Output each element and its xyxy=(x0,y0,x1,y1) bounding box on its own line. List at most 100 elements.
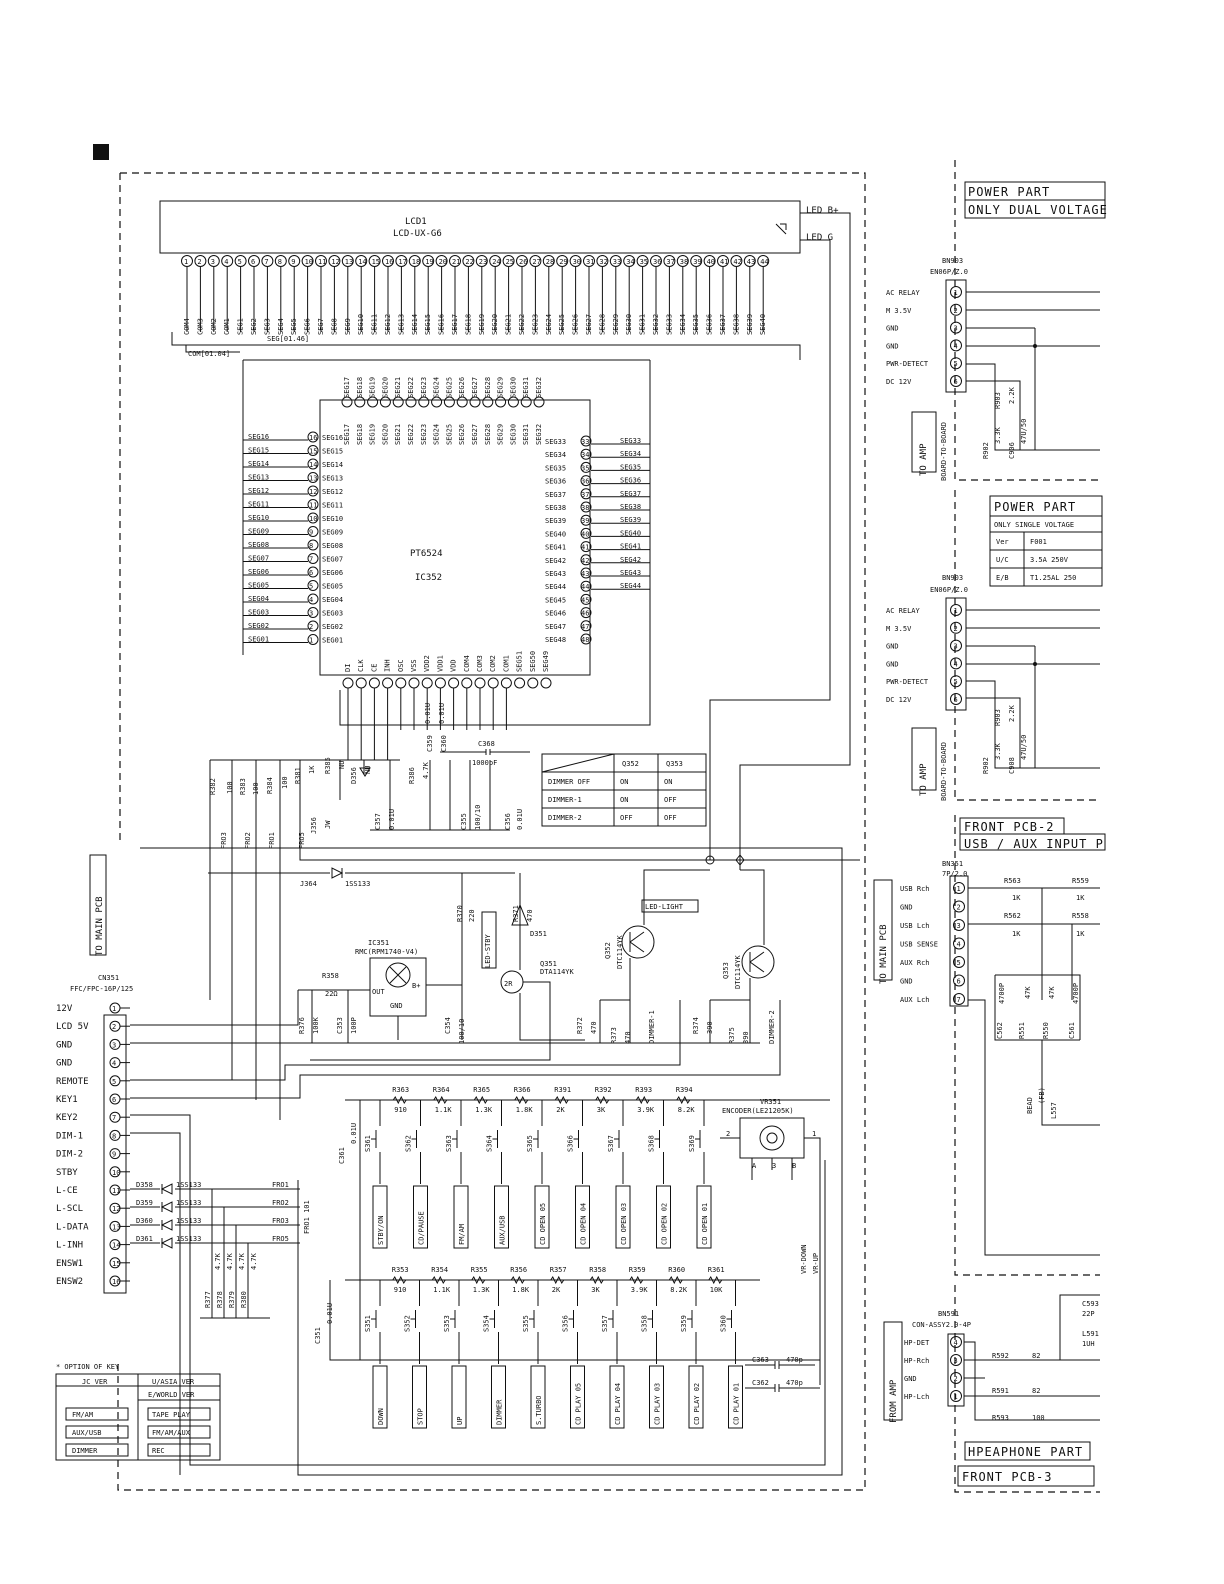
ic-top-pin-inner-label: SEG27 xyxy=(471,424,479,445)
vr351-part: ENCODER(LE21205K) xyxy=(722,1107,794,1115)
key_row2-resistor-ref: R358 xyxy=(589,1266,606,1274)
ic-top-pin-label: SEG24 xyxy=(433,377,441,398)
key_row1-switch-ref: S361 xyxy=(364,1135,372,1152)
lcd-pin-circle xyxy=(556,255,569,267)
lcd-pin-label: SEG27 xyxy=(585,314,593,335)
key_row2-resistor-ref: R361 xyxy=(708,1266,725,1274)
power1-c906-val: 47U/50 xyxy=(1020,419,1028,444)
key_row1-resistor-ref: R393 xyxy=(635,1086,652,1094)
dimmer-table-header: Q353 xyxy=(666,760,683,768)
lcd-pin-number: 42 xyxy=(733,258,741,266)
cn351-pin-label: LCD 5V xyxy=(56,1022,89,1032)
power1-pins-number: 4 xyxy=(954,342,958,350)
ic-support-components: R382 100 R383 100 R384 100 R381 1K R385 … xyxy=(209,703,860,1120)
key_row1-key-label: CD OPEN 04 xyxy=(580,1203,588,1245)
r382-val: 100 xyxy=(226,781,234,794)
r550-val: 47K xyxy=(1048,986,1056,999)
cn351-pin-number: 16 xyxy=(112,1278,120,1286)
lcd-pin-circle xyxy=(623,255,636,267)
lcd-pin-circle xyxy=(703,255,716,267)
ic-bottom-pin-inner-label: COM4 xyxy=(463,655,471,672)
ic-right-pin-label: SEG42 xyxy=(620,556,641,564)
front3-ref: BN591 xyxy=(938,1310,959,1318)
cn351-pin-label: KEY2 xyxy=(56,1113,78,1123)
c562-val: 4700P xyxy=(998,983,1006,1004)
key_row2-resistor-val: 8.2K xyxy=(670,1286,688,1294)
cn351-pin-label: REMOTE xyxy=(56,1077,89,1087)
lcd-pin-label: SEG32 xyxy=(652,314,660,335)
key_row2-resistor-val: 1.1K xyxy=(433,1286,451,1294)
ic351-out: OUT xyxy=(372,988,385,996)
lcd-pin-circle xyxy=(650,255,662,267)
c360-val: 0.01U xyxy=(438,703,446,724)
ic-left-pin-inner-label: SEG12 xyxy=(322,488,343,496)
ic-top-pin-label: SEG31 xyxy=(522,377,530,398)
lcd-pin-circle xyxy=(502,255,515,267)
option-cell-left: AUX/USB xyxy=(72,1429,102,1437)
ic-right-pin-number: 33 xyxy=(581,438,589,446)
diode-ref: D358 xyxy=(136,1181,153,1189)
lcd-pin-number: 43 xyxy=(747,258,755,266)
r383: R383 xyxy=(239,778,247,795)
cn351-pin-label: KEY1 xyxy=(56,1095,78,1105)
ic-right-pin-inner-label: SEG41 xyxy=(545,544,566,552)
key_row1-switch-ref: S368 xyxy=(648,1135,656,1152)
ic-bottom-pin-inner-label: SEG51 xyxy=(516,651,524,672)
ic-right-pin-label: SEG40 xyxy=(620,529,641,537)
c361: C361 xyxy=(338,1147,346,1164)
lcd-pin-circle xyxy=(261,255,274,267)
c359: C359 xyxy=(426,735,434,752)
ic-left-pin-number: 5 xyxy=(309,583,313,591)
lcd-led-b: LED B+ xyxy=(806,206,839,216)
diode-ref: D361 xyxy=(136,1235,153,1243)
key_row1-resistor-val: 1.8K xyxy=(516,1106,534,1114)
cn351-pin-number: 11 xyxy=(112,1187,120,1195)
lcd-pin-circle xyxy=(328,255,341,267)
lcd-ref: LCD1 xyxy=(405,217,427,227)
front-pcb-2: FRONT PCB-2 USB / AUX INPUT P BN351 7P/2… xyxy=(873,815,1106,1276)
key_row2-switch-ref: S351 xyxy=(364,1315,372,1332)
ic-left-pin-label: SEG01 xyxy=(248,636,269,644)
lcd-pin-circle xyxy=(743,255,756,267)
ic-left-pin-number: 11 xyxy=(309,502,317,510)
key_row2-resistor-val: 2K xyxy=(552,1286,561,1294)
ic-left-pin-inner-label: SEG16 xyxy=(322,434,343,442)
lcd-pin-circle xyxy=(449,255,461,267)
cn351-pin-number: 3 xyxy=(112,1041,116,1049)
ic-right-pin-number: 40 xyxy=(581,530,589,538)
lcd-pin-number: 19 xyxy=(425,258,433,266)
front2-pins-number: 4 xyxy=(957,941,961,949)
power2-ref: BN903 xyxy=(942,574,963,582)
ic-top-pin-label: SEG23 xyxy=(420,377,428,398)
front3-pins-label: GND xyxy=(904,1375,917,1383)
key_row1-key-label: STBY/ON xyxy=(377,1215,385,1245)
diode-part: 1SS133 xyxy=(176,1217,201,1225)
r375-val: 390 xyxy=(742,1031,750,1044)
lcd-pin-circle xyxy=(516,255,528,267)
lcd-pin-label: SEG33 xyxy=(665,314,673,335)
lcd-pin-number: 27 xyxy=(532,258,540,266)
power2-pins-number: 2 xyxy=(954,625,958,633)
lcd-pin-circle xyxy=(382,255,394,267)
lcd-pin-circle xyxy=(408,255,421,267)
key_row1-switch-ref: S365 xyxy=(526,1135,534,1152)
ic-right-pin-label: SEG38 xyxy=(620,503,641,511)
lcd-pin-label: SEG28 xyxy=(598,314,606,335)
key_row2-key-label: CD PLAY 03 xyxy=(654,1383,662,1425)
r381-val: 1K xyxy=(308,765,316,774)
lcd-pin-number: 11 xyxy=(318,258,326,266)
fro1-label: FRO1 xyxy=(268,832,276,849)
ic-left-pin-inner-label: SEG15 xyxy=(322,448,343,456)
lcd-pin-label: COM3 xyxy=(196,318,204,335)
q353: Q353 xyxy=(722,962,730,979)
ic-left-pin-label: SEG07 xyxy=(248,555,269,563)
c561: C561 xyxy=(1068,1022,1076,1039)
lcd-pin-circle xyxy=(194,255,207,267)
ic-bottom-pin-inner-label: VDD xyxy=(450,659,458,672)
vr351-pinA: A xyxy=(752,1162,757,1170)
r371: R371 xyxy=(512,905,520,922)
cn351-pin-label: 12V xyxy=(56,1004,73,1014)
ic-top-pin-inner-label: SEG32 xyxy=(535,424,543,445)
dimmer2-label: DIMMER-2 xyxy=(768,1010,776,1044)
